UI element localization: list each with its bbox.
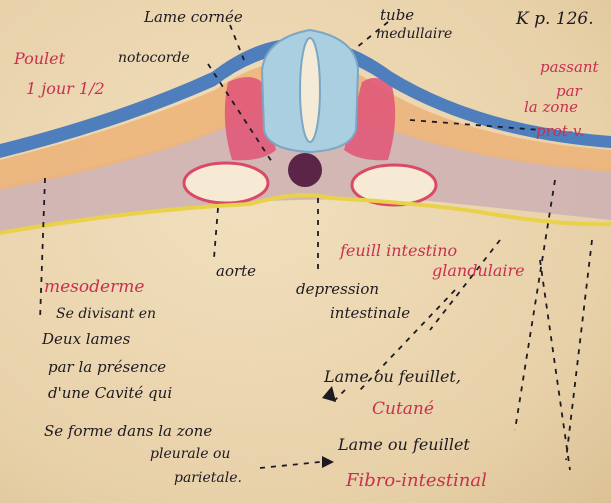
depression-label-2: intestinale [330, 304, 410, 322]
lame-cutane-label-2: Cutané [372, 399, 434, 419]
passant-label-3: la zone [524, 98, 578, 116]
mesoderme-desc-4: d'une Cavité qui [48, 384, 172, 402]
depression-label-1: depression [296, 280, 379, 298]
passant-label-1: passant [540, 58, 600, 76]
lame-fibro-label-2: Fibro-intestinal [345, 470, 487, 491]
lame-cutane-label-1: Lame ou feuillet, [323, 367, 461, 386]
mesoderme-desc-1: Se divisant en [56, 306, 156, 322]
mesoderme-desc-7: parietale. [174, 470, 242, 486]
reference-label: K p. 126. [515, 9, 594, 29]
feuillet-intestino-label-1: feuill intestino [339, 241, 457, 260]
tube-medullaire-label-1: tube [380, 6, 414, 24]
mesoderme-label: mesoderme [44, 277, 144, 297]
arrow-head-cutane [322, 386, 336, 402]
passant-label-4: prot-v. [536, 122, 584, 140]
mesoderme-desc-2: Deux lames [41, 330, 131, 348]
notocorde-label: notocorde [118, 50, 190, 66]
lame-cornee-label: Lame cornée [143, 8, 243, 26]
mesoderme-desc-6: pleurale ou [150, 446, 230, 462]
mesoderme-desc-3: par la présence [48, 358, 166, 376]
poulet-label-1: Poulet [13, 49, 66, 68]
neural-canal [300, 38, 320, 142]
lame-fibro-label-1: Lame ou feuillet [337, 435, 470, 454]
poulet-label-2: 1 jour 1/2 [26, 79, 105, 98]
feuillet-intestino-label-2: glandulaire [432, 261, 525, 280]
tube-medullaire-label-2: medullaire [376, 26, 452, 42]
notochord [288, 153, 322, 187]
aorte-label: aorte [216, 262, 256, 280]
aorta-left [184, 163, 268, 203]
arrow-head-fibro [322, 456, 334, 468]
mesoderme-desc-5: Se forme dans la zone [44, 422, 212, 440]
